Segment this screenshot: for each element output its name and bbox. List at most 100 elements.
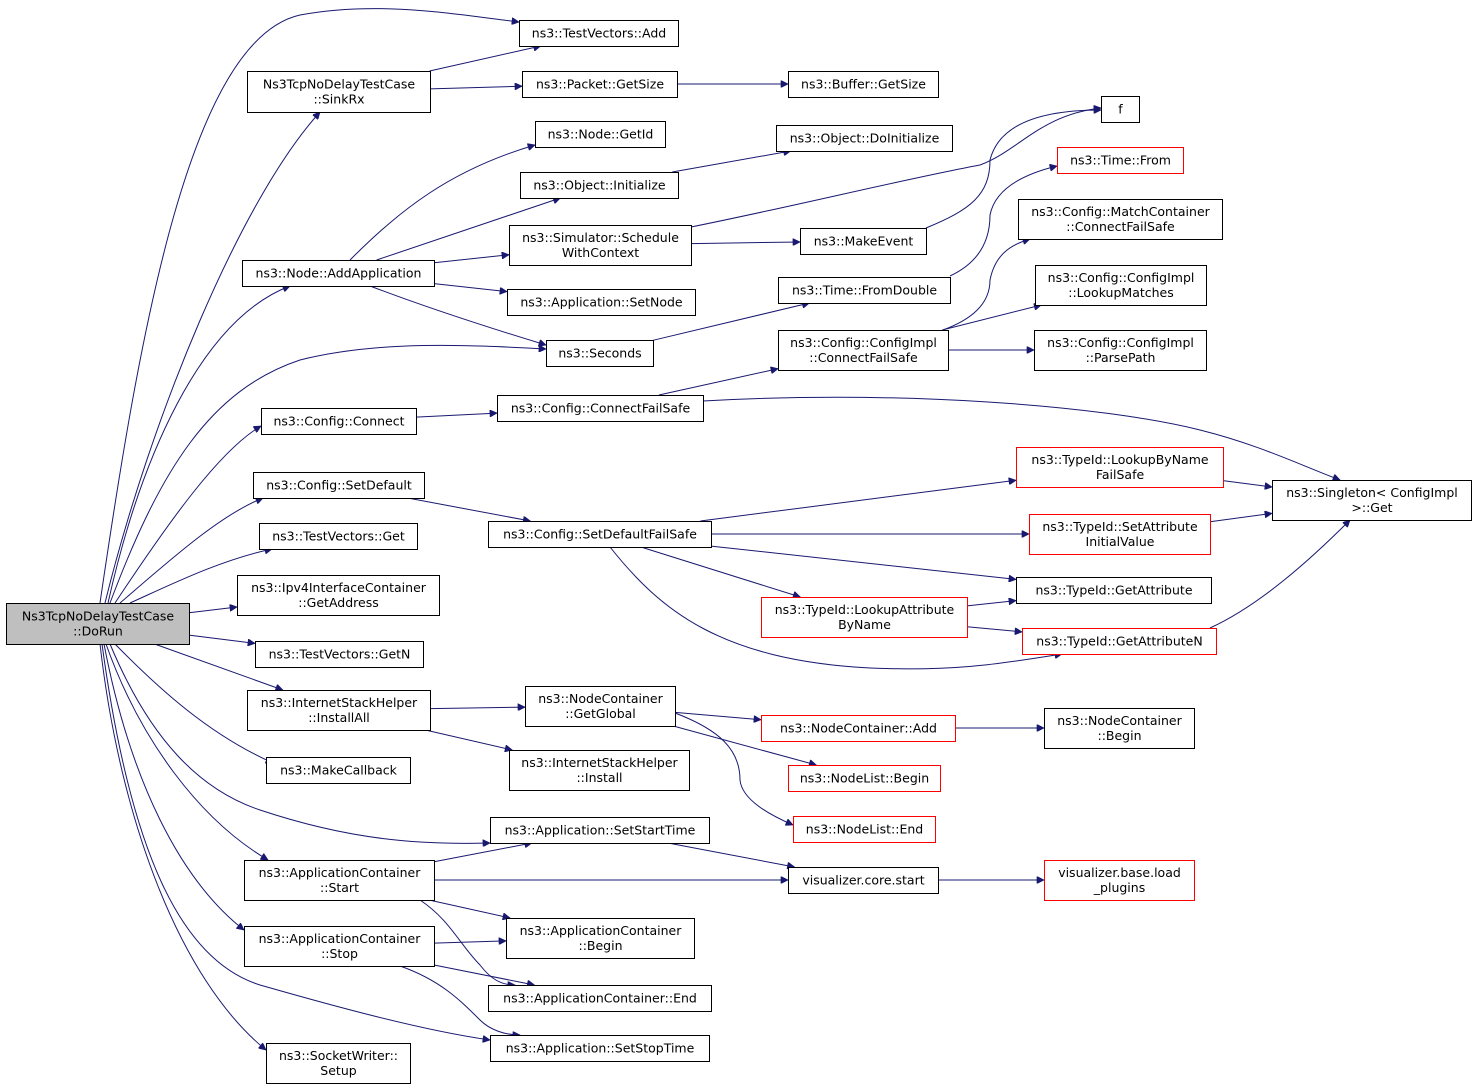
node-box[interactable]	[1057, 147, 1184, 174]
node-box[interactable]	[1016, 577, 1212, 604]
node-box[interactable]	[519, 20, 679, 47]
node-ci-parse[interactable]: ns3::Config::ConfigImpl::ParsePath	[1034, 330, 1207, 371]
node-ac-stop[interactable]: ns3::ApplicationContainer::Stop	[244, 926, 435, 967]
node-box[interactable]	[1044, 708, 1195, 749]
node-box[interactable]	[244, 926, 435, 967]
node-app-setstart[interactable]: ns3::Application::SetStartTime	[490, 817, 710, 844]
node-obj-init[interactable]: ns3::Object::Initialize	[520, 172, 679, 199]
node-viz-load[interactable]: visualizer.base.load_plugins	[1044, 860, 1195, 901]
node-tid-getattrn[interactable]: ns3::TypeId::GetAttributeN	[1022, 628, 1217, 655]
node-box[interactable]	[509, 225, 692, 266]
node-ish-installall[interactable]: ns3::InternetStackHelper::InstallAll	[247, 690, 431, 731]
node-box[interactable]	[520, 172, 679, 199]
node-seconds[interactable]: ns3::Seconds	[546, 340, 654, 367]
node-mc-cfs[interactable]: ns3::Config::MatchContainer::ConnectFail…	[1018, 199, 1223, 240]
node-box[interactable]	[788, 867, 939, 894]
node-box[interactable]	[488, 521, 712, 548]
node-box[interactable]	[497, 395, 704, 422]
node-ci-lookup[interactable]: ns3::Config::ConfigImpl::LookupMatches	[1035, 265, 1207, 306]
node-box[interactable]	[1044, 860, 1195, 901]
node-ac-start[interactable]: ns3::ApplicationContainer::Start	[244, 860, 435, 901]
node-tv-get[interactable]: ns3::TestVectors::Get	[259, 523, 418, 550]
node-cfg-connect[interactable]: ns3::Config::Connect	[261, 408, 417, 435]
node-viz-start[interactable]: visualizer.core.start	[788, 867, 939, 894]
node-box[interactable]	[490, 817, 710, 844]
node-box[interactable]	[761, 715, 956, 742]
node-node-getid[interactable]: ns3::Node::GetId	[535, 121, 666, 148]
node-tid-getattr[interactable]: ns3::TypeId::GetAttribute	[1016, 577, 1212, 604]
node-nl-begin[interactable]: ns3::NodeList::Begin	[788, 765, 941, 792]
node-box[interactable]	[242, 260, 435, 287]
node-box[interactable]	[1034, 330, 1207, 371]
node-box[interactable]	[788, 71, 939, 98]
node-app-setnode[interactable]: ns3::Application::SetNode	[507, 289, 696, 316]
node-box[interactable]	[535, 121, 666, 148]
node-box[interactable]	[490, 1035, 710, 1062]
node-box[interactable]	[247, 690, 431, 731]
node-ac-begin[interactable]: ns3::ApplicationContainer::Begin	[506, 918, 695, 959]
node-box[interactable]	[761, 597, 968, 638]
node-ipv4-getaddr[interactable]: ns3::Ipv4InterfaceContainer::GetAddress	[237, 575, 440, 616]
node-box[interactable]	[1018, 199, 1223, 240]
node-dorun[interactable]: Ns3TcpNoDelayTestCase::DoRun	[6, 603, 190, 645]
node-nc-add[interactable]: ns3::NodeContainer::Add	[761, 715, 956, 742]
node-makeevent[interactable]: ns3::MakeEvent	[800, 228, 927, 255]
node-nc-getglobal[interactable]: ns3::NodeContainer::GetGlobal	[525, 686, 676, 727]
node-box[interactable]	[788, 765, 941, 792]
node-box[interactable]	[247, 71, 431, 113]
node-ci-cfs[interactable]: ns3::Config::ConfigImpl::ConnectFailSafe	[778, 330, 949, 371]
node-makecallback[interactable]: ns3::MakeCallback	[266, 757, 411, 784]
node-box[interactable]	[1101, 96, 1140, 123]
node-cfg-setdefault[interactable]: ns3::Config::SetDefault	[253, 472, 425, 499]
node-box[interactable]	[244, 860, 435, 901]
node-fromdouble[interactable]: ns3::Time::FromDouble	[778, 277, 951, 304]
node-cfg-cfs[interactable]: ns3::Config::ConnectFailSafe	[497, 395, 704, 422]
node-box[interactable]	[778, 277, 951, 304]
node-box[interactable]	[259, 523, 418, 550]
node-box[interactable]	[509, 750, 690, 791]
node-box[interactable]	[6, 603, 190, 645]
node-nl-end[interactable]: ns3::NodeList::End	[793, 816, 936, 843]
node-box[interactable]	[488, 985, 712, 1012]
node-singleton[interactable]: ns3::Singleton< ConfigImpl>::Get	[1272, 480, 1472, 521]
node-box[interactable]	[1022, 628, 1217, 655]
node-box[interactable]	[1029, 514, 1211, 555]
node-app-setstop[interactable]: ns3::Application::SetStopTime	[490, 1035, 710, 1062]
node-box[interactable]	[800, 228, 927, 255]
node-sinkrx[interactable]: Ns3TcpNoDelayTestCase::SinkRx	[247, 71, 431, 113]
node-ish-install[interactable]: ns3::InternetStackHelper::Install	[509, 750, 690, 791]
node-box[interactable]	[261, 408, 417, 435]
node-box[interactable]	[778, 330, 949, 371]
node-tv-getn[interactable]: ns3::TestVectors::GetN	[255, 641, 424, 668]
node-box[interactable]	[793, 816, 936, 843]
node-box[interactable]	[237, 575, 440, 616]
node-f[interactable]: f	[1101, 96, 1140, 123]
node-obj-doinit[interactable]: ns3::Object::DoInitialize	[776, 125, 953, 152]
node-buf-getsize[interactable]: ns3::Buffer::GetSize	[788, 71, 939, 98]
node-box[interactable]	[255, 641, 424, 668]
node-box[interactable]	[266, 1043, 411, 1084]
node-box[interactable]	[546, 340, 654, 367]
node-addapp[interactable]: ns3::Node::AddApplication	[242, 260, 435, 287]
node-pkt-getsize[interactable]: ns3::Packet::GetSize	[522, 71, 678, 98]
node-box[interactable]	[506, 918, 695, 959]
node-box[interactable]	[266, 757, 411, 784]
node-ac-end[interactable]: ns3::ApplicationContainer::End	[488, 985, 712, 1012]
node-box[interactable]	[525, 686, 676, 727]
node-box[interactable]	[507, 289, 696, 316]
node-box[interactable]	[253, 472, 425, 499]
node-box[interactable]	[1035, 265, 1207, 306]
node-box[interactable]	[776, 125, 953, 152]
node-tv-add[interactable]: ns3::TestVectors::Add	[519, 20, 679, 47]
node-nc-begin[interactable]: ns3::NodeContainer::Begin	[1044, 708, 1195, 749]
node-time-from[interactable]: ns3::Time::From	[1057, 147, 1184, 174]
node-cfg-sdfs[interactable]: ns3::Config::SetDefaultFailSafe	[488, 521, 712, 548]
node-box[interactable]	[522, 71, 678, 98]
node-sw-setup[interactable]: ns3::SocketWriter::Setup	[266, 1043, 411, 1084]
node-box[interactable]	[1016, 447, 1224, 488]
node-box[interactable]	[1272, 480, 1472, 521]
